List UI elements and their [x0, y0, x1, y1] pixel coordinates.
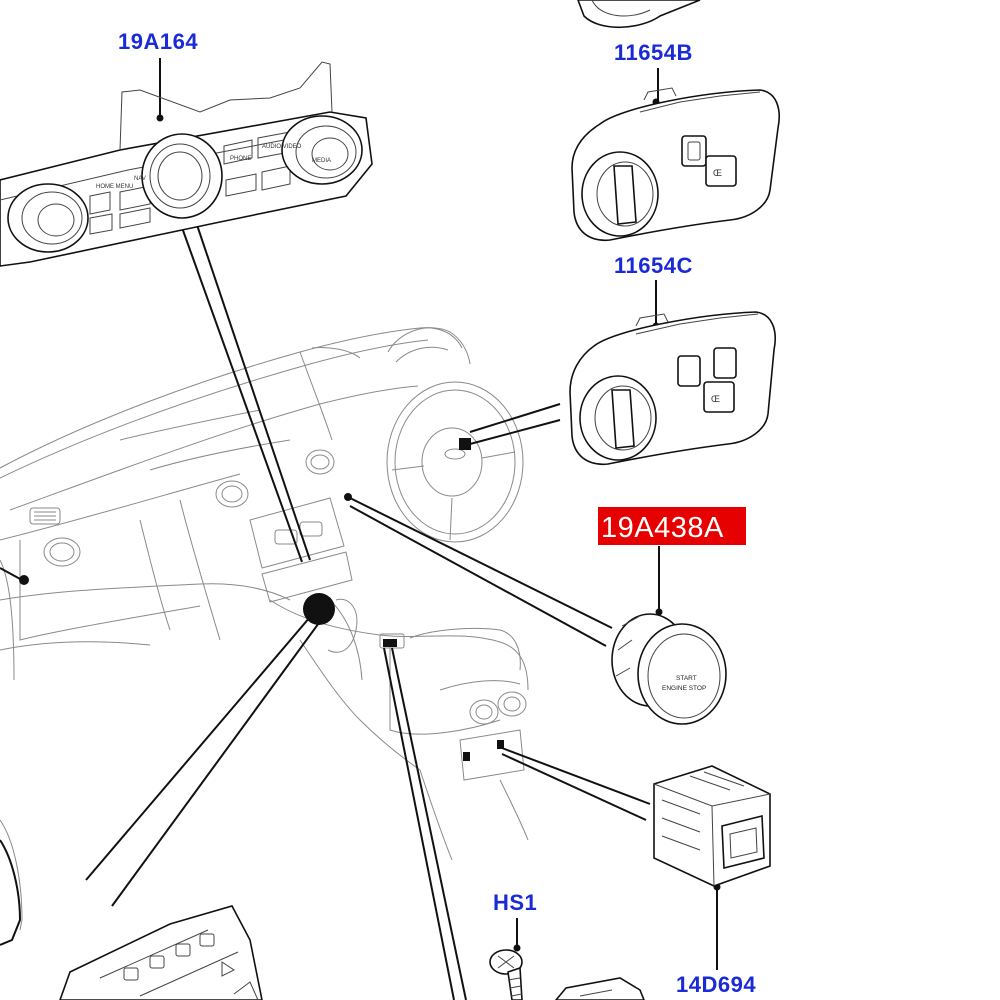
light-switch-c: Œ — [569, 311, 776, 465]
dashboard-drawing — [0, 327, 529, 946]
label-11654C: 11654C — [614, 253, 693, 278]
start-button-text-line1: START — [676, 675, 697, 682]
part-labels: 19A164 11654B 11654C 19A438A HS1 14D694 — [118, 29, 756, 997]
panel-audio-video-text: AUDIO VIDEO — [262, 144, 302, 150]
label-highlight-box — [598, 507, 746, 545]
overhead-console-partial — [59, 905, 263, 1000]
panel-media-text: MEDIA — [312, 158, 331, 164]
panel-home-menu-text: HOME MENU — [96, 184, 133, 190]
label-HS1: HS1 — [493, 890, 537, 915]
start-button-text-line2: ENGINE STOP — [662, 685, 706, 692]
svg-text:Œ: Œ — [711, 394, 720, 404]
screw-hs1 — [489, 949, 523, 1000]
label-19A438A: 19A438A — [601, 512, 724, 544]
label-19A164: 19A164 — [118, 29, 198, 54]
light-switch-b: Œ — [571, 87, 780, 241]
panel-nav-text: NAV — [134, 176, 146, 182]
start-stop-button: START ENGINE STOP — [611, 613, 727, 725]
svg-text:Œ: Œ — [713, 168, 722, 178]
climate-control-panel: HOME MENU NAV PHONE AUDIO VIDEO MEDIA — [0, 61, 373, 267]
label-11654B: 11654B — [614, 40, 693, 65]
seat-heater-switch — [653, 765, 771, 887]
label-14D694: 14D694 — [676, 972, 756, 997]
partial-switch-top — [577, 0, 701, 29]
panel-phone-text: PHONE — [230, 156, 251, 162]
bottom-switch-partial — [554, 977, 645, 1000]
leader-lines — [0, 58, 721, 1000]
